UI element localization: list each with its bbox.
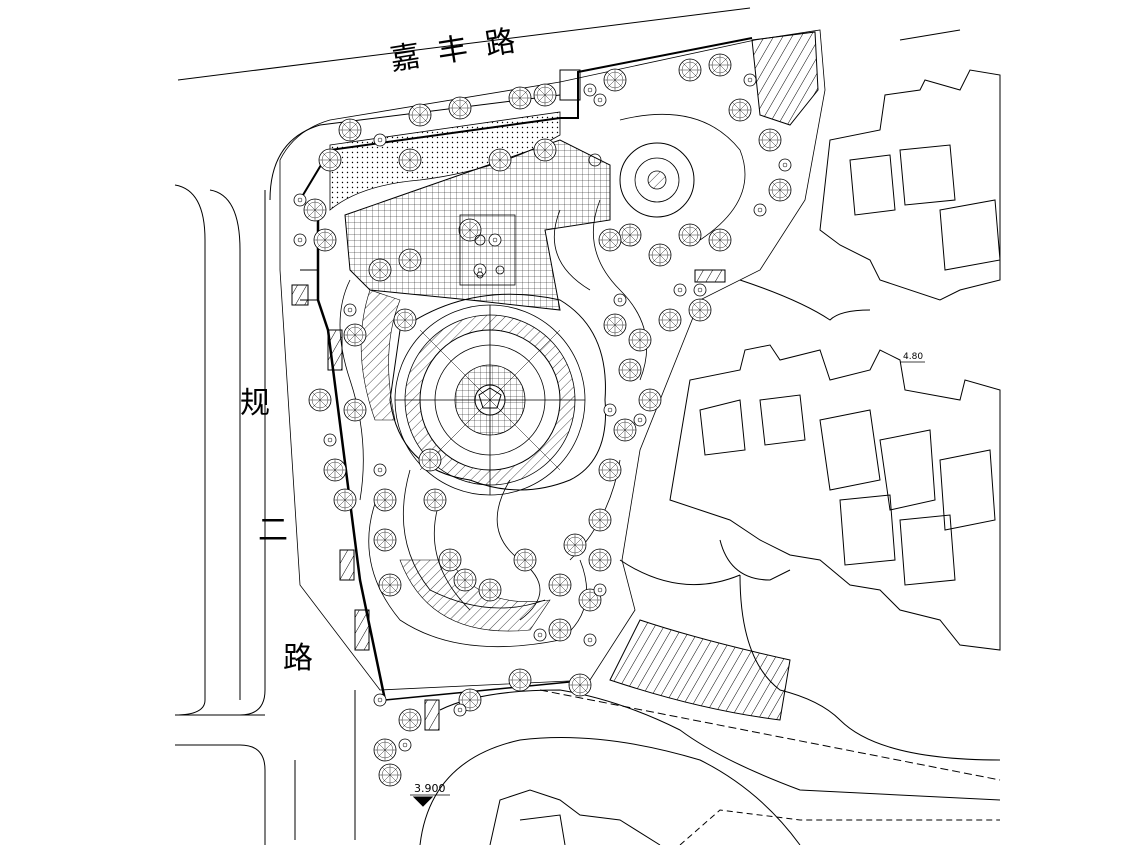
road-label-west-char-1: 规 (240, 386, 270, 421)
southeast-steps (609, 619, 791, 721)
elevation-markers (410, 361, 925, 807)
west-paving (360, 289, 401, 421)
northeast-steps (751, 31, 819, 126)
road-lines (174, 7, 961, 845)
road-label-west-char-2: 二 (258, 513, 288, 548)
internal-roads (419, 279, 1001, 845)
elevation-upper: 4.80 (903, 352, 923, 362)
fountain (619, 142, 695, 218)
central-plaza (389, 293, 607, 496)
road-label-west-char-3: 路 (283, 641, 313, 676)
elevation-lower: 3.900 (414, 782, 446, 795)
road-label-north: 嘉丰路 (388, 21, 536, 78)
plaza-features (459, 153, 602, 286)
residential-buildings (489, 69, 1001, 845)
west-wall-steps (291, 69, 726, 731)
